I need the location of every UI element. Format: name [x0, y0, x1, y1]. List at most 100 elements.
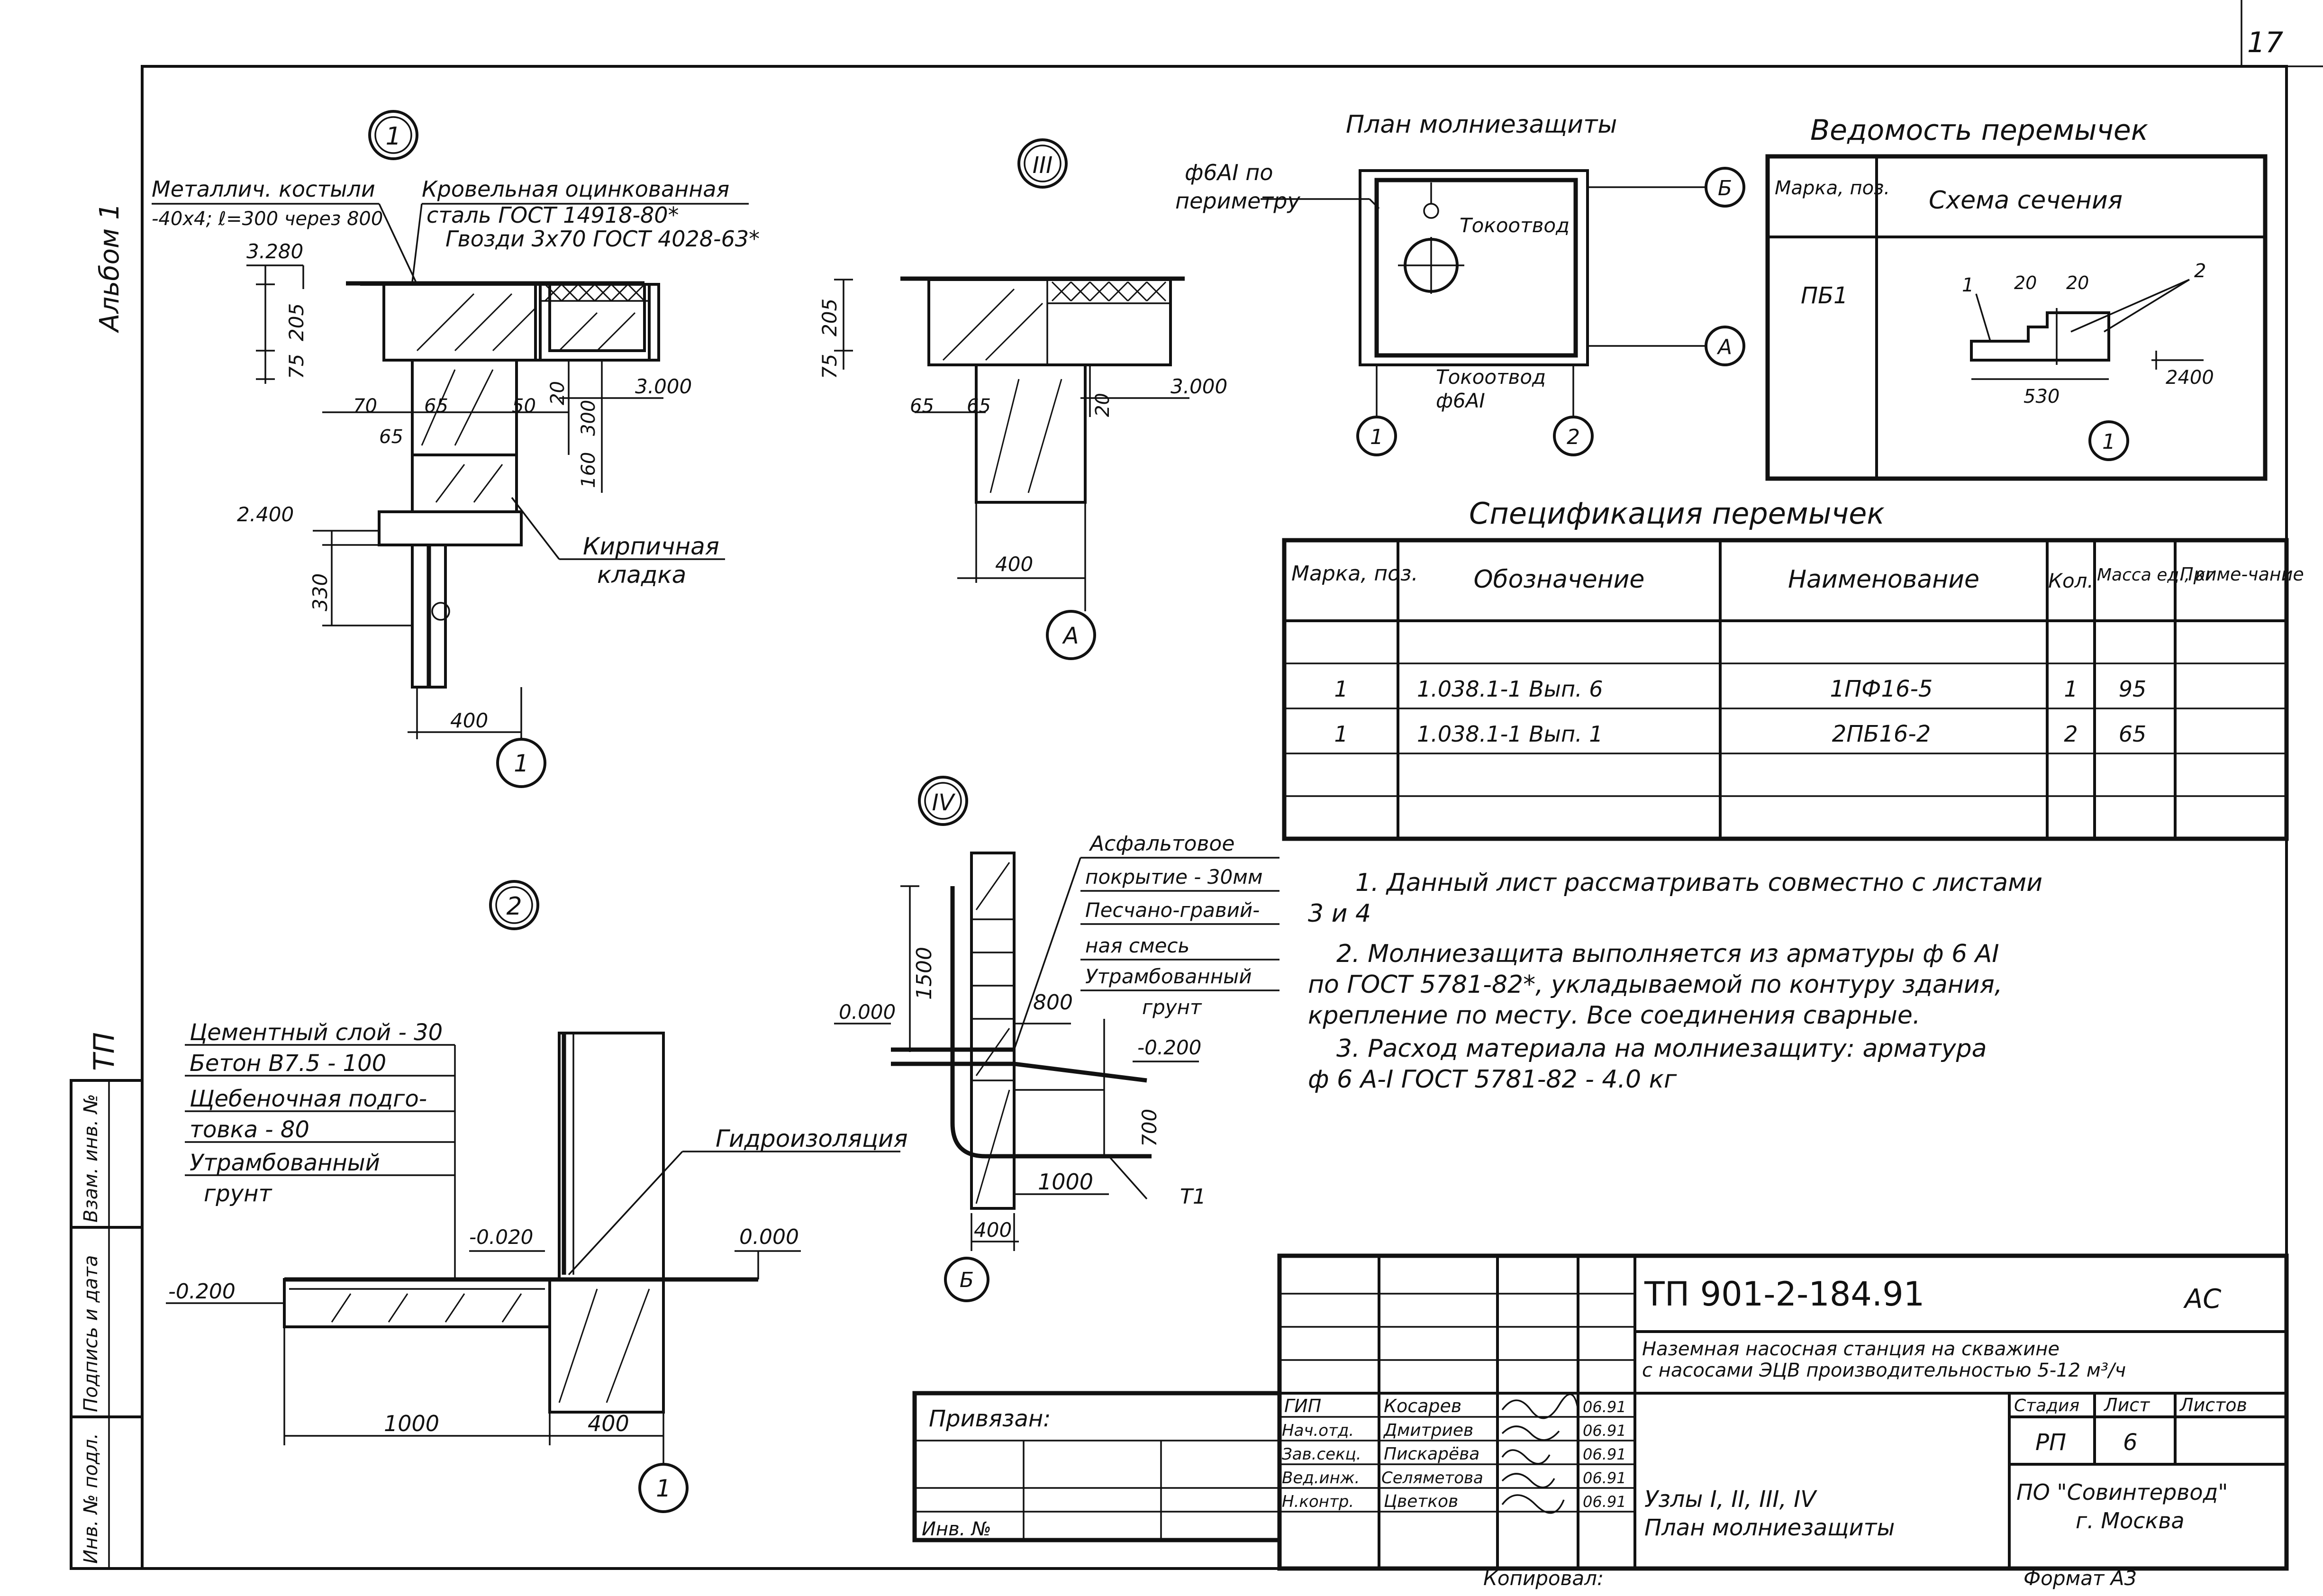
lightning-plan-title: План молниезащиты	[1346, 110, 1617, 139]
node1-dim-75: 75	[285, 354, 308, 379]
spec-r2-qty: 2	[2064, 721, 2078, 747]
node3-dim-3000: 3.000	[1171, 375, 1227, 398]
node3-dim-205: 205	[818, 299, 841, 336]
lintel-row-mark: ПБ1	[1801, 282, 1848, 309]
spec-r1-name: 1ПФ16-5	[1830, 676, 1933, 702]
lightning-axis-1: 1	[1370, 425, 1383, 449]
title-role-4: Н.контр.	[1282, 1492, 1354, 1511]
node4-label4: ная смесь	[1085, 934, 1189, 957]
node1-label-brick1: Кирпичная	[583, 533, 719, 560]
note-1a: 1. Данный лист рассматривать совместно с…	[1355, 869, 2042, 897]
node-4-section	[834, 776, 1279, 1302]
node2-layer2: Бетон В7.5 - 100	[190, 1050, 386, 1077]
node1-dim-400: 400	[450, 709, 488, 732]
note-2a: 2. Молниезащита выполняется из арматуры …	[1336, 940, 1999, 968]
note-2b: по ГОСТ 5781-82*, укладываемой по контур…	[1308, 970, 2002, 999]
node2-waterproof: Гидроизоляция	[716, 1125, 908, 1152]
node4-label6: грунт	[1142, 996, 1202, 1019]
node2-layer6: грунт	[204, 1180, 272, 1207]
node1-label-roof2: сталь ГОСТ 14918-80*	[426, 202, 679, 228]
side-stamp-repl: Взам. инв. №	[80, 1094, 102, 1223]
lightning-perimeter1: ф6АI по	[1185, 160, 1273, 185]
node4-label5: Утрамбованный	[1085, 965, 1252, 988]
node1-label-metal2: -40х4; ℓ=300 через 800	[152, 208, 383, 230]
spec-header-note: Приме-чание	[2180, 564, 2304, 585]
title-date-2: 06.91	[1583, 1445, 1626, 1463]
node4-dim-1500: 1500	[912, 947, 936, 1000]
node3-dim-400: 400	[995, 553, 1033, 576]
node1-dim-3000: 3.000	[635, 375, 692, 398]
title-org1: ПО "Совинтервод"	[2016, 1479, 2228, 1505]
node1-label-roof1: Кровельная оцинкованная	[422, 176, 729, 202]
title-sheet: 6	[2123, 1429, 2138, 1456]
title-date-0: 06.91	[1583, 1398, 1626, 1416]
node1-dim-2400: 2.400	[237, 503, 294, 526]
node1-marker: 1	[385, 122, 401, 151]
node2-marker: 2	[506, 892, 522, 921]
lintel-dim-20a: 20	[2014, 272, 2037, 293]
title-sheets-hdr: Листов	[2179, 1395, 2247, 1415]
lintel-sheet-title: Ведомость перемычек	[1810, 114, 2148, 147]
spec-header-name: Наименование	[1788, 565, 1979, 594]
node1-dim-20: 20	[547, 381, 569, 405]
node1-dim-330: 330	[309, 573, 332, 611]
title-desc1: Наземная насосная станция на скважине	[1642, 1338, 2060, 1360]
node1-dim-65b: 65	[424, 395, 448, 417]
title-sheet-hdr: Лист	[2103, 1395, 2151, 1415]
node1-label-metal: Металлич. костыли	[152, 176, 375, 202]
title-date-1: 06.91	[1583, 1422, 1626, 1440]
spec-r2-mark: 1	[1334, 721, 1348, 747]
lintel-dim-2: 2	[2194, 260, 2206, 282]
title-role-2: Зав.секц.	[1282, 1445, 1361, 1464]
node1-dim-50: 50	[512, 395, 536, 417]
spec-r1-designation: 1.038.1-1 Вып. 6	[1417, 676, 1603, 702]
node-3-section	[834, 138, 1189, 660]
node2-layer4: товка - 80	[190, 1116, 309, 1143]
side-stamp-sign: Подпись и дата	[80, 1255, 102, 1412]
page-number: 17	[2247, 26, 2283, 59]
lintel-dim-2400: 2400	[2166, 367, 2214, 389]
title-code: ТП 901-2-184.91	[1644, 1275, 1924, 1314]
node4-marker: IV	[932, 789, 956, 816]
spec-table	[1282, 538, 2289, 841]
node4-label2: покрытие - 30мм	[1085, 865, 1263, 889]
spec-r2-mass: 65	[2119, 721, 2147, 747]
title-stage-hdr: Стадия	[2014, 1396, 2079, 1415]
title-mark: АС	[2183, 1284, 2221, 1315]
spec-r1-qty: 1	[2064, 676, 2078, 702]
title-stage: РП	[2035, 1429, 2066, 1456]
node2-axis-marker: 1	[656, 1475, 671, 1502]
node1-axis-marker: 1	[514, 750, 529, 777]
title-name-4: Цветков	[1384, 1492, 1458, 1511]
lintel-dim-1: 1	[1962, 274, 1974, 296]
node1-dim-160: 160	[578, 452, 599, 488]
lintel-col-scheme: Схема сечения	[1929, 186, 2123, 215]
title-block	[912, 1253, 2289, 1571]
node2-layer5: Утрамбованный	[190, 1150, 380, 1176]
node3-dim-65b: 65	[967, 395, 991, 417]
node3-dim-65a: 65	[910, 395, 934, 417]
album-label: Альбом 1	[94, 203, 125, 333]
lintel-col-mark: Марка, поз.	[1775, 177, 1890, 199]
node1-label-roof3: Гвозди 3х70 ГОСТ 4028-63*	[445, 226, 760, 252]
spec-r2-designation: 1.038.1-1 Вып. 1	[1417, 721, 1603, 747]
node4-t1: Т1	[1180, 1185, 1206, 1209]
title-name-0: Косарев	[1384, 1396, 1461, 1416]
node2-layer1: Цементный слой - 30	[190, 1019, 443, 1046]
title-format: Формат А3	[2024, 1567, 2137, 1590]
title-date-4: 06.91	[1583, 1493, 1626, 1511]
node2-dim-0000: 0.000	[739, 1225, 799, 1249]
title-role-1: Нач.отд.	[1282, 1421, 1354, 1440]
title-copied: Копировал:	[1483, 1567, 1604, 1590]
spec-title: Спецификация перемычек	[1469, 496, 1885, 531]
spec-r2-name: 2ПБ16-2	[1832, 721, 1931, 747]
spec-header-designation: Обозначение	[1474, 565, 1645, 594]
node4-dim-0000: 0.000	[839, 1000, 896, 1024]
lightning-downconductor1: Токоотвод	[1460, 214, 1570, 237]
title-org2: г. Москва	[2076, 1508, 2185, 1533]
title-role-3: Вед.инж.	[1282, 1469, 1360, 1487]
spec-header-mark: Марка, поз.	[1291, 562, 1418, 586]
lightning-axis-a: А	[1716, 335, 1732, 359]
node4-label1: Асфальтовое	[1089, 832, 1234, 856]
